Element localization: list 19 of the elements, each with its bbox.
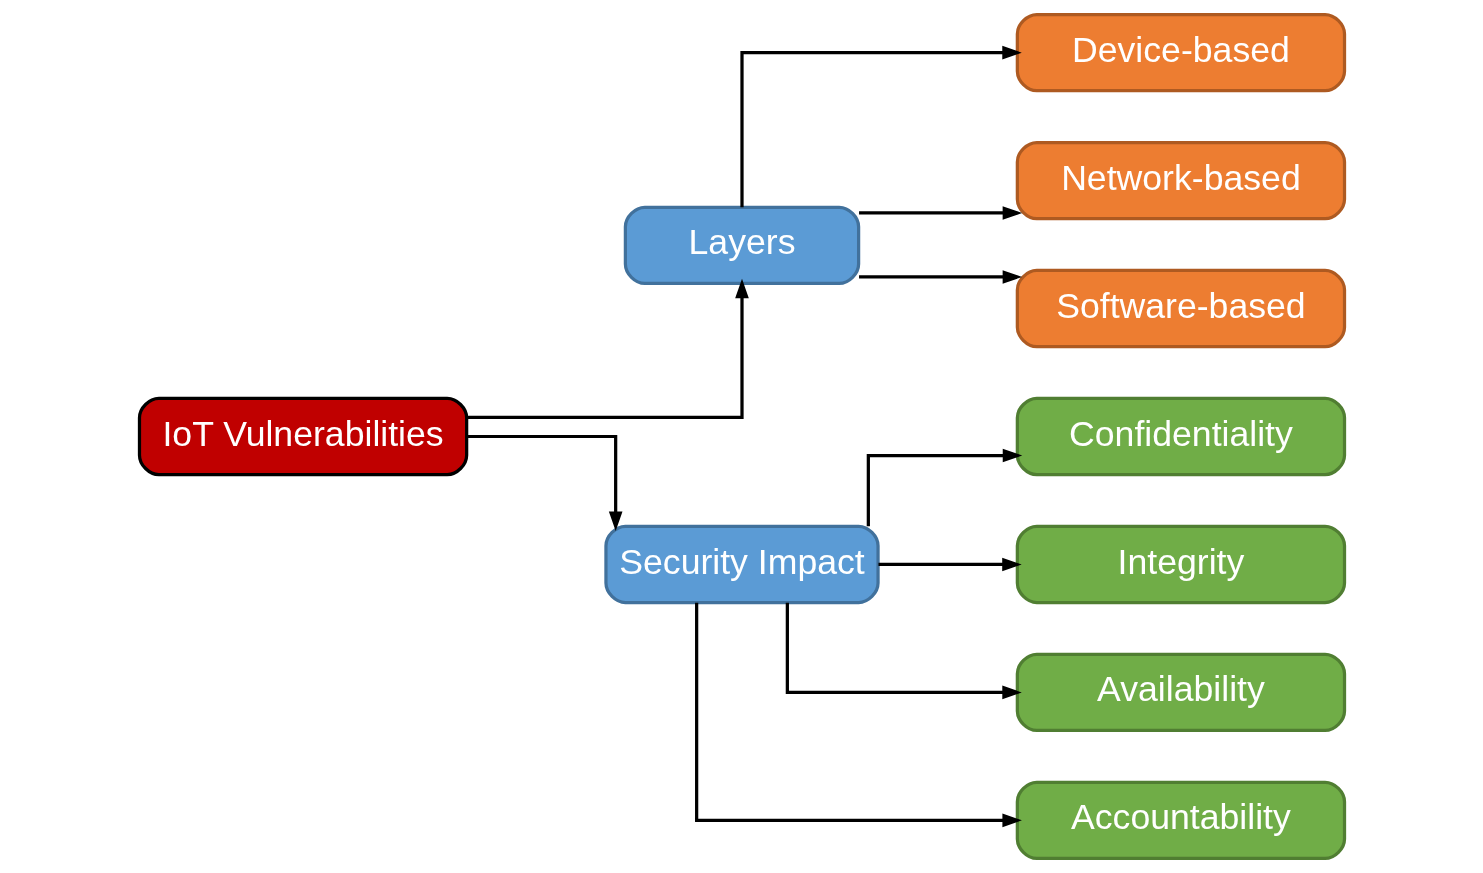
arrow [858,270,1022,284]
node-box: Availability [1015,652,1346,733]
node-box: Software-based [1015,268,1346,349]
node-box: Network-based [1015,140,1346,221]
arrow [466,434,622,531]
arrow [858,206,1022,220]
node-box: Security Impact [603,524,880,605]
arrow [739,45,1022,208]
arrow [866,448,1022,527]
node-box: Accountability [1015,780,1346,861]
node-box: Device-based [1015,12,1346,93]
node-box: Integrity [1015,524,1346,605]
node-box: Layers [623,205,860,286]
arrow [466,278,749,420]
arrow [877,557,1022,572]
node-box: IoT Vulnerabilities [137,396,468,477]
arrow [785,602,1022,700]
node-box: Confidentiality [1015,396,1346,477]
arrow [694,602,1022,828]
